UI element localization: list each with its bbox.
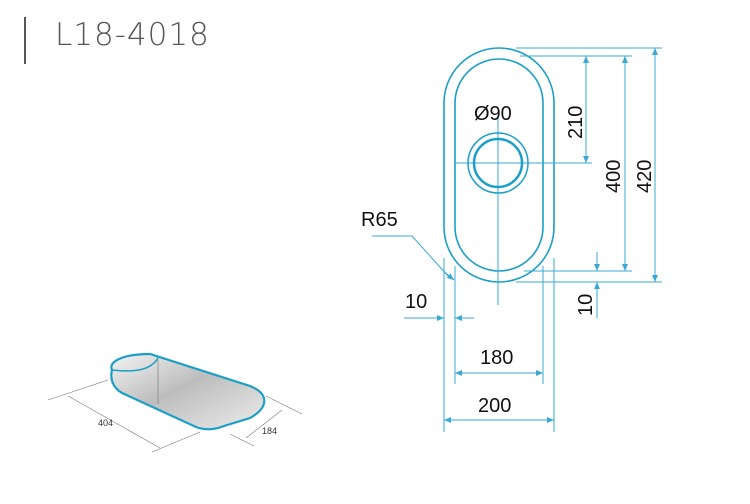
- radius-label: R65: [361, 209, 398, 231]
- dim-400: 400: [603, 160, 625, 193]
- perspective-width-label: 184: [262, 426, 277, 436]
- dim-180: 180: [480, 347, 513, 369]
- sink-perspective-view: 404 184: [47, 352, 303, 453]
- dim-10-bottom: 10: [575, 294, 597, 316]
- drain-hole: [472, 137, 524, 189]
- dim-200: 200: [478, 395, 511, 417]
- dim-10-left: 10: [405, 291, 427, 313]
- dim-210: 210: [565, 106, 587, 139]
- sink-inner-bowl: [454, 58, 544, 272]
- perspective-basin: [110, 352, 266, 431]
- vertical-dimensions: [516, 47, 662, 318]
- title-divider: [24, 17, 26, 64]
- drain-outer-ring: [467, 132, 529, 194]
- sink-outer-rim: [443, 47, 555, 283]
- radius-leader: R65: [361, 209, 455, 281]
- model-title: L18-4018: [55, 17, 210, 53]
- sink-plan-view: [443, 47, 555, 305]
- horizontal-dimensions: [404, 258, 555, 432]
- hole-diameter-label: Ø90: [474, 103, 512, 125]
- dim-420: 420: [634, 160, 656, 193]
- perspective-length-label: 404: [98, 418, 113, 428]
